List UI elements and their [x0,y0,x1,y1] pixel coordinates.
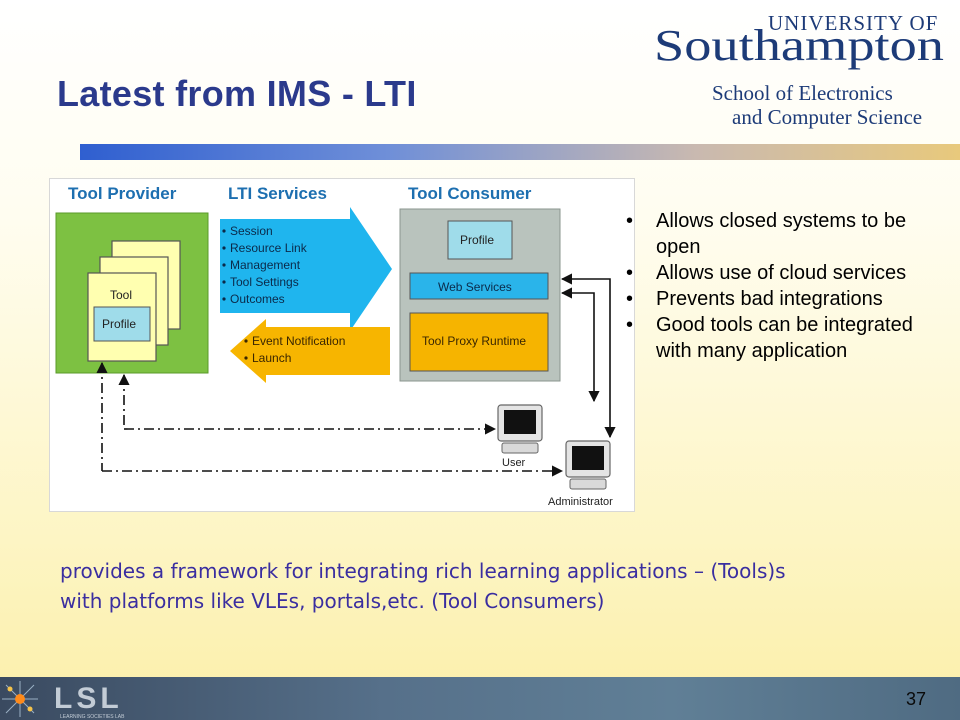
bullet-item: Allows closed systems to be open [620,208,950,260]
services-out-bullets [222,229,226,301]
services-out-item: Outcomes [230,292,285,306]
administrator-label: Administrator [548,496,613,508]
tool-profile-box [93,306,151,342]
services-in-item: Launch [252,351,291,365]
lab-logo-subtext: LEARNING SOCIETIES LAB [60,714,125,720]
consumer-profile-box [447,220,513,260]
provider-heading: Tool Provider [68,184,177,203]
consumer-user-connector [560,287,600,403]
bullet-item: Allows use of cloud services [620,260,950,286]
services-heading: LTI Services [228,184,327,203]
lsl-lab-logo: LSL LEARNING SOCIETIES LAB [2,681,125,720]
administrator-computer-icon [565,440,611,490]
tool-profile-label: Profile [102,317,136,331]
caption-line2: with platforms like VLEs, portals,etc. (… [60,589,605,613]
consumer-heading: Tool Consumer [408,184,532,203]
tool-proxy-label: Tool Proxy Runtime [422,334,526,348]
logo-line1: UNIVERSITY OF [768,11,938,35]
services-out-item: Resource Link [230,241,308,255]
tool-label: Tool [110,288,132,302]
title-underline-bar [80,144,960,160]
services-out-item: Tool Settings [230,275,299,289]
caption-line1: provides a framework for integrating ric… [60,559,786,583]
bullet-item: Prevents bad integrations [620,286,950,312]
consumer-profile-label: Profile [460,233,494,247]
services-in-list: Event Notification Launch [252,334,345,365]
user-label: User [502,457,526,469]
lab-logo-text: LSL [54,682,123,715]
services-arrow-right [220,207,392,331]
services-in-item: Event Notification [252,334,345,348]
feature-bullet-list: Allows closed systems to be open Allows … [620,208,950,364]
logo-line4: and Computer Science [732,105,922,129]
page-number: 37 [905,689,926,709]
bullet-item: Good tools can be integrated with many a… [620,312,950,364]
lab-logo-orange-dot [15,694,25,704]
slide-caption: provides a framework for integrating ric… [60,556,920,616]
services-out-list: Session Resource Link Management Tool Se… [230,224,308,306]
user-computer-icon [497,404,543,454]
services-in-bullets [244,339,248,360]
footer-bar: LSL LEARNING SOCIETIES LAB 37 [0,677,960,720]
web-services-box [409,272,549,300]
consumer-admin-connector [560,273,616,439]
tool-proxy-box [409,312,549,372]
services-out-item: Session [230,224,273,238]
slide-title: Latest from IMS - LTI [57,73,417,114]
university-logo: UNIVERSITY OF Southampton School of Elec… [654,11,944,129]
services-out-item: Management [230,258,301,272]
logo-line2: Southampton [654,21,944,70]
lti-architecture-diagram: Tool Provider LTI Services Tool Consumer… [49,178,635,512]
services-arrow-left [230,319,390,383]
web-services-label: Web Services [438,280,512,294]
logo-line3: School of Electronics [712,81,893,105]
